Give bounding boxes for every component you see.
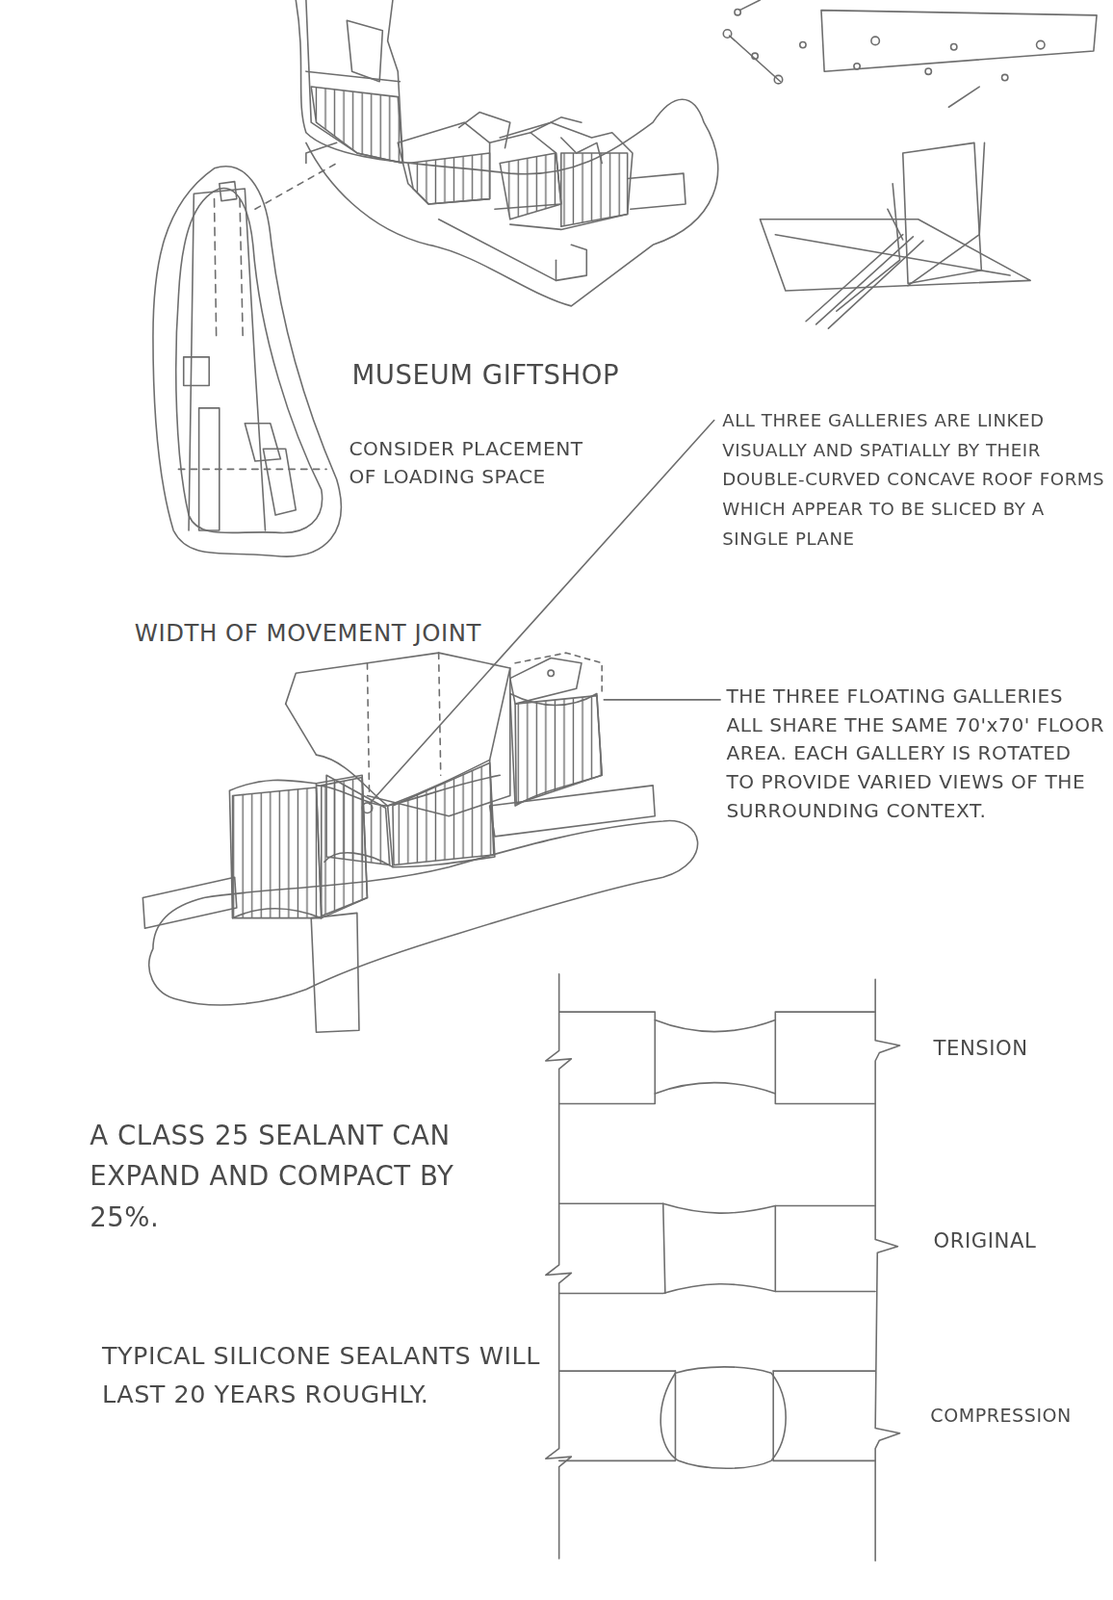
sealant-life-note: TYPICAL SILICONE SEALANTS WILL LAST 20 Y… [102,1336,551,1415]
compression-label: COMPRESSION [930,1403,1072,1428]
tension-label: TENSION [933,1034,1029,1062]
gallery-roof-note: ALL THREE GALLERIES ARE LINKED VISUALLY … [722,406,1111,555]
gallery-area-note: THE THREE FLOATING GALLERIES ALL SHARE T… [725,681,1106,825]
loading-note: CONSIDER PLACEMENT OF LOADING SPACE [348,433,589,491]
gift-shop-title: MUSEUM GIFTSHOP [352,359,621,392]
sealant-class-note: A CLASS 25 SEALANT CAN EXPAND AND COMPAC… [89,1114,518,1238]
original-label: ORIGINAL [933,1227,1037,1255]
joint-callout: WIDTH OF MOVEMENT JOINT [130,618,486,649]
